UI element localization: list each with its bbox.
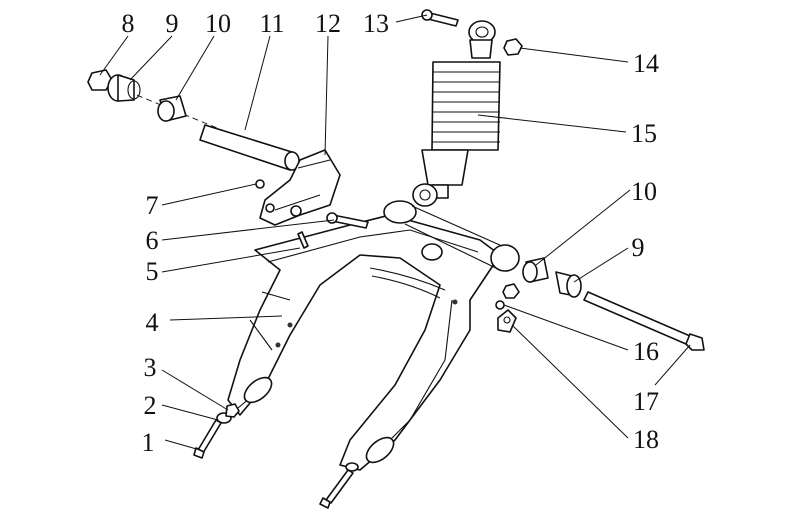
callout-5: 5 [146,257,159,286]
callout-17: 17 [633,387,659,416]
callout-10-right: 10 [631,177,657,206]
callout-7: 7 [146,191,159,220]
callout-9-right: 9 [632,233,645,262]
callout-14: 14 [633,49,659,78]
callout-4: 4 [146,308,159,337]
callout-10: 10 [205,9,231,38]
callout-16: 16 [633,337,659,366]
callout-11: 11 [259,9,284,38]
callout-12: 12 [315,9,341,38]
shock-absorber [412,20,501,207]
top-bolt [421,9,523,56]
leader-lines [99,14,691,451]
swingarm [227,200,520,471]
left-hardware [87,69,301,171]
lower-fasteners [193,403,359,509]
callout-1: 1 [142,428,155,457]
right-hardware [495,257,705,351]
callout-13: 13 [363,9,389,38]
callout-9: 9 [166,9,179,38]
callout-3: 3 [144,353,157,382]
callout-numbers: 1 2 3 4 5 6 7 8 9 10 11 12 13 14 15 10 9… [122,9,660,457]
callout-8: 8 [122,9,135,38]
chain-guide [255,149,369,249]
callout-15: 15 [631,119,657,148]
callout-18: 18 [633,425,659,454]
callout-2: 2 [144,391,157,420]
callout-6: 6 [146,226,159,255]
